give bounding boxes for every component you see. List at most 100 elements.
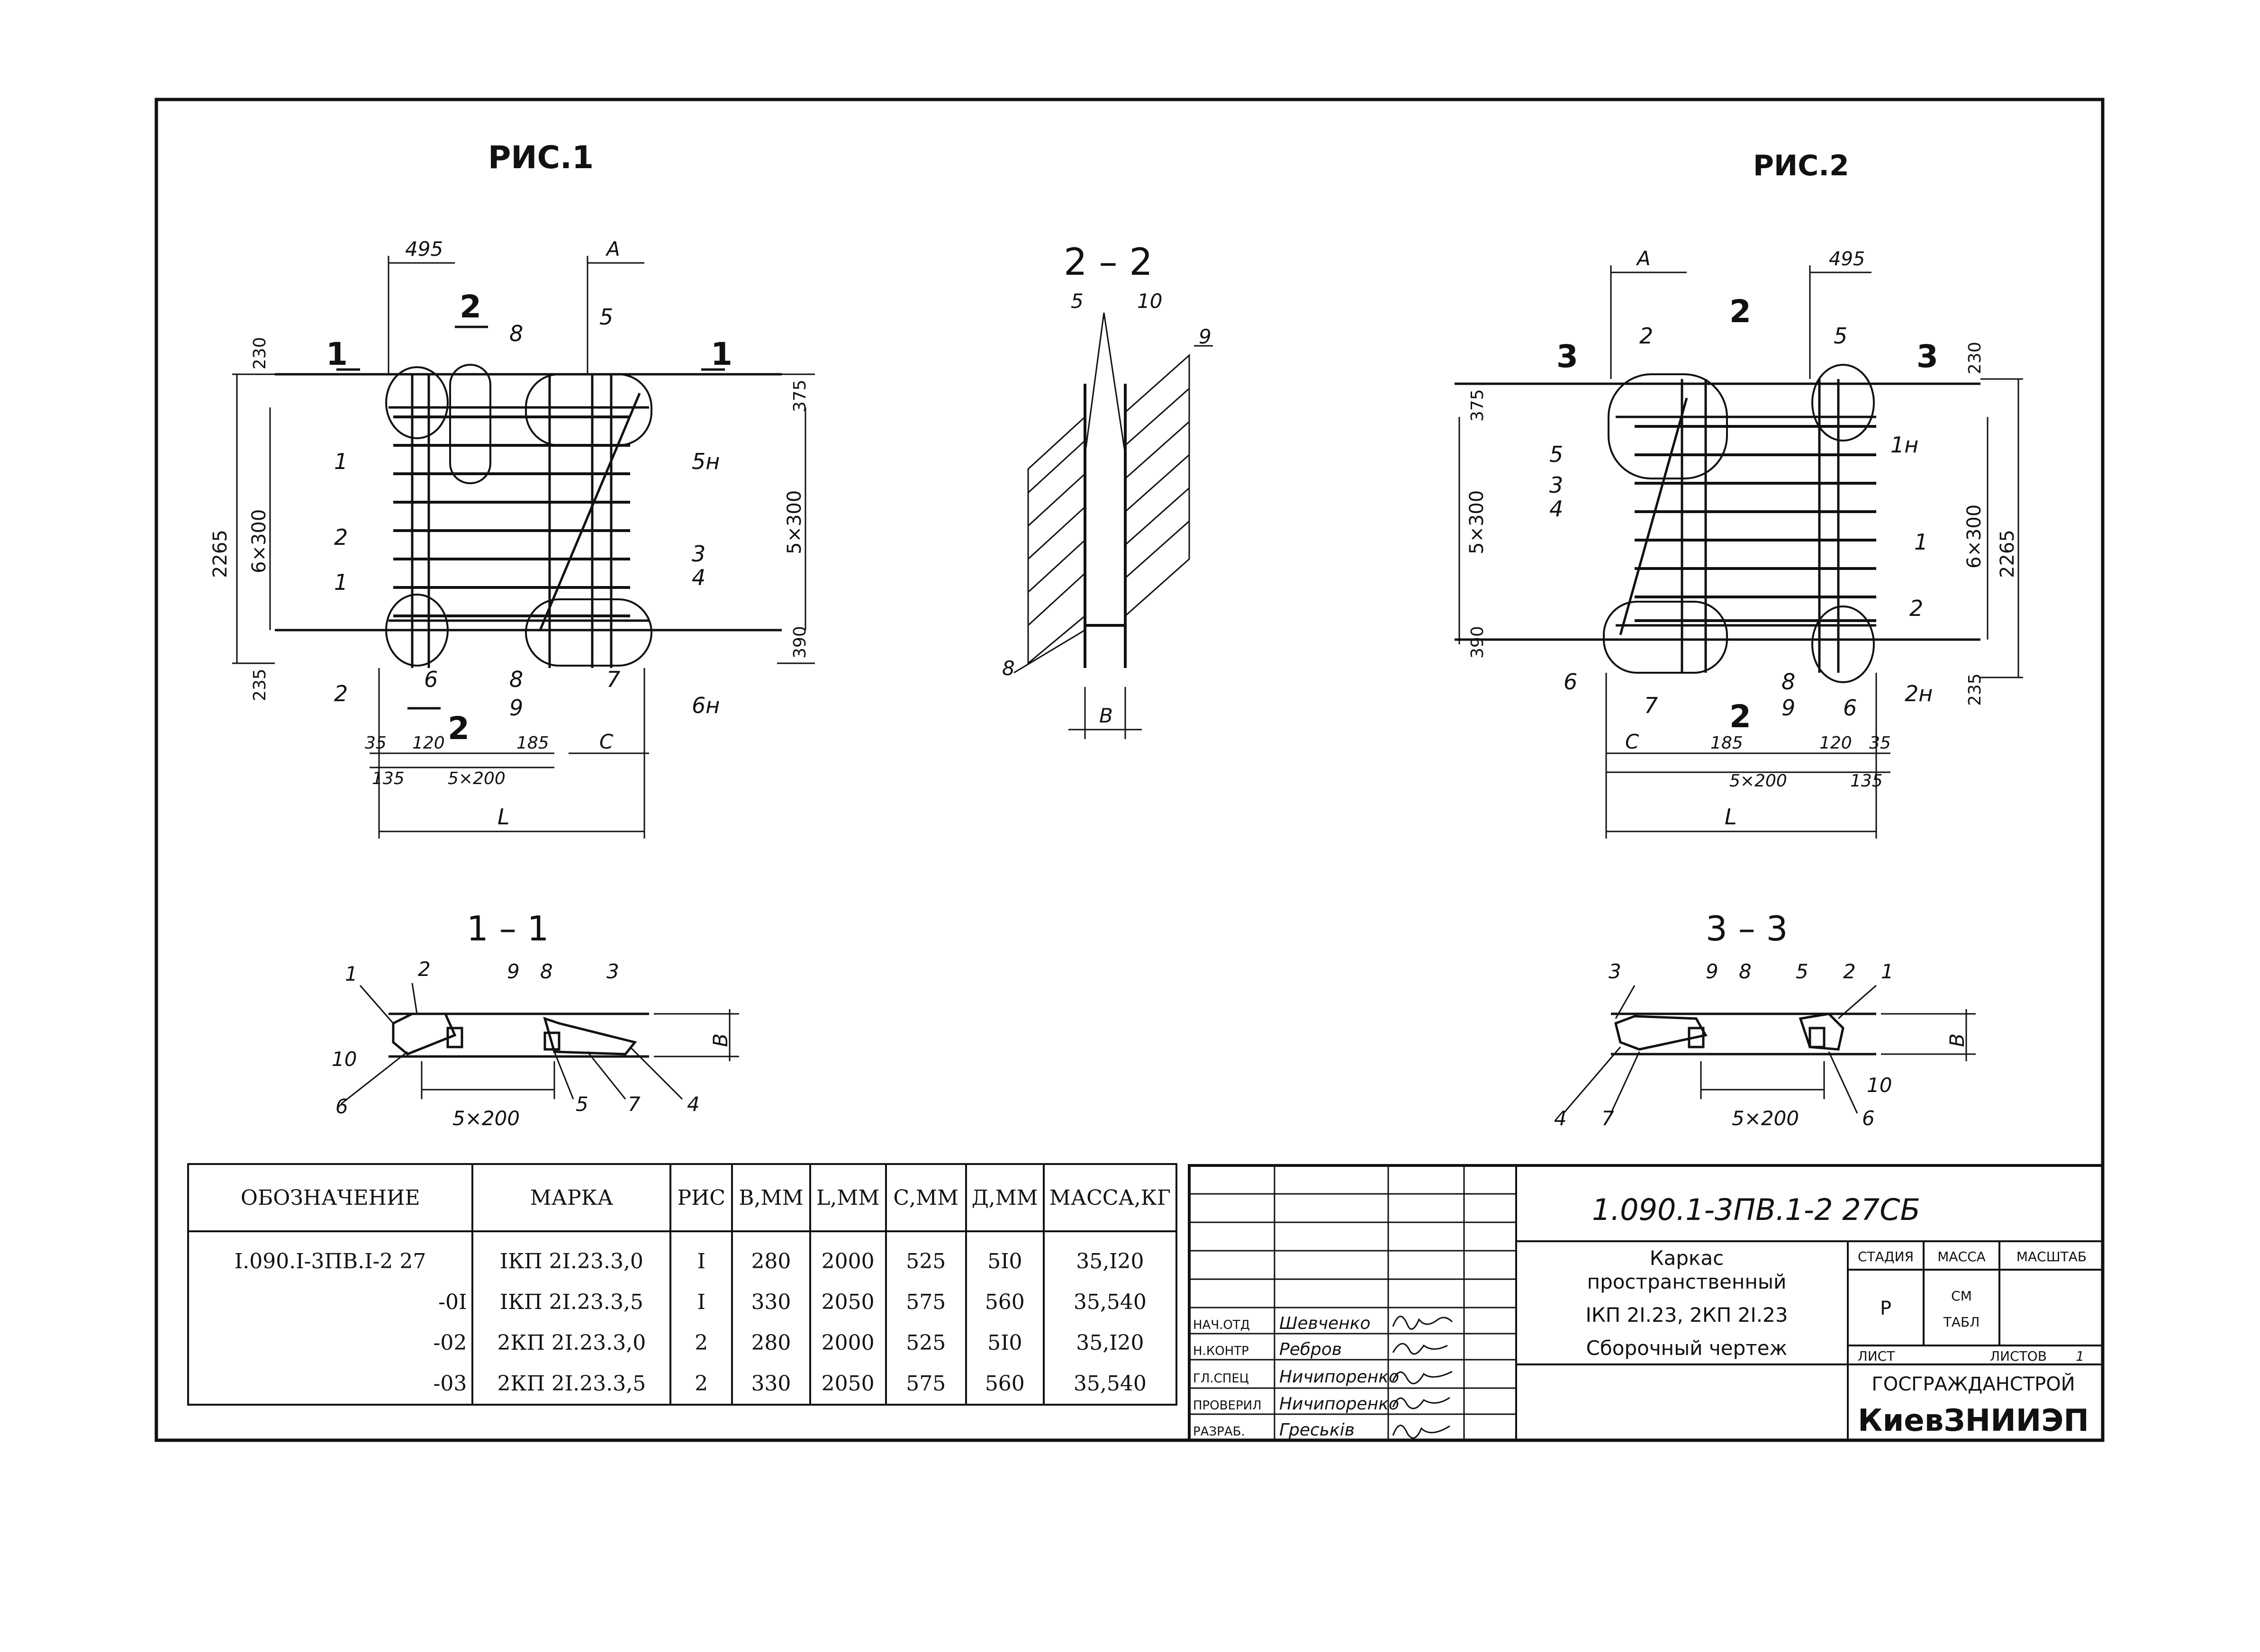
fig1-dim-L: L — [497, 804, 510, 830]
fig2-callout-2b: 2 — [1909, 596, 1923, 621]
table-row: -0I IКП 2I.23.3,5 I 330 2050 575 560 35,… — [187, 1282, 1178, 1322]
spec-cell: 35,I20 — [1042, 1322, 1178, 1363]
sec33-dim-5x200: 5×200 — [1732, 1107, 1799, 1130]
sec11-callout-1: 1 — [345, 962, 358, 985]
section-3-3: 3 – 3 3 9 8 5 2 1 — [1554, 909, 1976, 1130]
fig2-callout-5b: 5 — [1549, 442, 1563, 467]
fig1-callout-2b: 2 — [334, 681, 348, 706]
spec-header-d: Д,ММ — [965, 1163, 1045, 1232]
spec-cell: 2050 — [809, 1363, 887, 1406]
fig1-cut-2-top: 2 — [460, 289, 481, 325]
sec22-callout-5: 5 — [1071, 289, 1084, 313]
fig1-callout-9: 9 — [509, 695, 523, 721]
fig2-dim-390: 390 — [1468, 626, 1487, 659]
sec22-callout-10: 10 — [1137, 289, 1162, 313]
sheets-value: 1 — [2076, 1348, 2084, 1364]
sec22-callout-9: 9 — [1199, 325, 1211, 348]
fig2-label: РИС.2 — [1753, 149, 1849, 182]
spec-cell: 525 — [885, 1322, 967, 1363]
title-line-4: Сборочный чертеж — [1586, 1336, 1788, 1360]
fig2-cut-3-right: 3 — [1916, 338, 1938, 375]
fig1-dim-230: 230 — [250, 337, 270, 370]
spec-cell: 5I0 — [965, 1322, 1045, 1363]
org-line-1: ГОСГРАЖДАНСТРОЙ — [1871, 1372, 2075, 1395]
table-row: -02 2КП 2I.23.3,0 2 280 2000 525 5I0 35,… — [187, 1322, 1178, 1363]
spec-cell: 5I0 — [965, 1231, 1045, 1282]
fig1-callout-4: 4 — [692, 565, 705, 590]
sec33-callout-1: 1 — [1881, 960, 1894, 983]
sec11-callout-9: 9 — [507, 960, 520, 983]
fig1-callout-2a: 2 — [334, 524, 348, 550]
sec11-callout-3: 3 — [606, 960, 619, 983]
fig1-dim-185: 185 — [516, 733, 549, 753]
sec22-callout-8: 8 — [1002, 657, 1015, 680]
sec11-callout-2: 2 — [418, 957, 431, 981]
fig2-callout-2n: 2н — [1905, 681, 1933, 706]
spec-cell: I.090.I-3ПВ.I-2 27 — [187, 1231, 474, 1282]
mass-value-2: ТАБЛ — [1943, 1314, 1980, 1330]
sec33-callout-9: 9 — [1706, 960, 1718, 983]
sheets-label: ЛИСТОВ — [1990, 1348, 2047, 1364]
sheet-frame — [154, 98, 2105, 1442]
fig2-dim-5x300: 5×300 — [1466, 490, 1488, 554]
spec-cell: 330 — [731, 1282, 811, 1322]
fig1-dim-A: A — [605, 237, 620, 261]
fig2-dim-230: 230 — [1965, 342, 1985, 374]
spec-header-mark: МАРКА — [471, 1163, 672, 1232]
title-line-1: Каркас — [1650, 1246, 1724, 1270]
sec11-callout-8: 8 — [540, 960, 553, 983]
staff-name-5: Греськів — [1279, 1420, 1355, 1440]
sec33-dim-B: B — [1945, 1033, 1969, 1047]
spec-cell: 280 — [731, 1231, 811, 1282]
title-block: 1.090.1-3ПВ.1-2 27СБ Каркас пространстве… — [1188, 1164, 2104, 1442]
sec11-callout-5: 5 — [576, 1092, 588, 1116]
signatures — [1392, 1316, 1453, 1439]
spec-header-fig: РИС — [669, 1163, 733, 1232]
mass-label: МАССА — [1937, 1249, 1986, 1264]
fig2-dim-6x300: 6×300 — [1963, 505, 1985, 569]
sec11-dim-B: B — [709, 1033, 732, 1047]
sec33-callout-7: 7 — [1601, 1107, 1614, 1130]
fig2-callout-6a: 6 — [1564, 669, 1577, 695]
spec-cell: -03 — [187, 1363, 474, 1406]
table-row: -03 2КП 2I.23.3,5 2 330 2050 575 560 35,… — [187, 1363, 1178, 1406]
fig2-dim-185: 185 — [1710, 733, 1743, 753]
spec-cell: -0I — [187, 1282, 474, 1322]
fig1-dim-375: 375 — [790, 379, 810, 412]
fig2-dim-120: 120 — [1819, 733, 1852, 753]
figure-1: РИС.1 — [209, 139, 815, 839]
spec-cell: 560 — [965, 1282, 1045, 1322]
spec-cell: 2050 — [809, 1282, 887, 1322]
fig2-dim-2265: 2265 — [1997, 530, 2018, 578]
fig2-callout-2a: 2 — [1639, 323, 1653, 349]
fig1-callout-3: 3 — [692, 541, 705, 567]
sec11-callout-7: 7 — [628, 1092, 641, 1116]
sec33-callout-5: 5 — [1796, 960, 1808, 983]
staff-role-4: ПРОВЕРИЛ — [1193, 1399, 1262, 1413]
spec-cell: 330 — [731, 1363, 811, 1406]
fig2-callout-1n: 1н — [1890, 432, 1918, 458]
sec11-callout-4: 4 — [687, 1092, 700, 1116]
sec22-dim-B: B — [1099, 704, 1113, 727]
spec-cell: 2КП 2I.23.3,5 — [471, 1363, 672, 1406]
title-line-2: пространственный — [1587, 1270, 1787, 1293]
spec-header-c: С,ММ — [885, 1163, 967, 1232]
fig1-dim-495: 495 — [405, 237, 443, 261]
staff-name-4: Ничипоренко — [1279, 1394, 1399, 1414]
staff-name-2: Ребров — [1279, 1340, 1342, 1359]
fig2-dim-5x200: 5×200 — [1729, 771, 1787, 791]
fig2-cut-2-top: 2 — [1729, 293, 1751, 330]
spec-cell: 35,I20 — [1042, 1231, 1178, 1282]
fig1-callout-8b: 8 — [509, 667, 523, 692]
fig1-dim-120: 120 — [412, 733, 445, 753]
fig2-dim-L: L — [1725, 804, 1737, 830]
sec11-callout-10: 10 — [332, 1047, 357, 1071]
spec-cell: 2 — [669, 1363, 733, 1406]
fig2-dim-495: 495 — [1829, 248, 1865, 270]
spec-table: ОБОЗНАЧЕНИЕ МАРКА РИС В,ММ L,ММ С,ММ Д,М… — [187, 1163, 1178, 1406]
fig1-cut-2-bottom: 2 — [448, 710, 470, 747]
fig1-dim-6x300: 6×300 — [248, 509, 270, 573]
spec-cell: I — [669, 1282, 733, 1322]
org-line-2: КиевЗНИИЭП — [1858, 1403, 2089, 1438]
